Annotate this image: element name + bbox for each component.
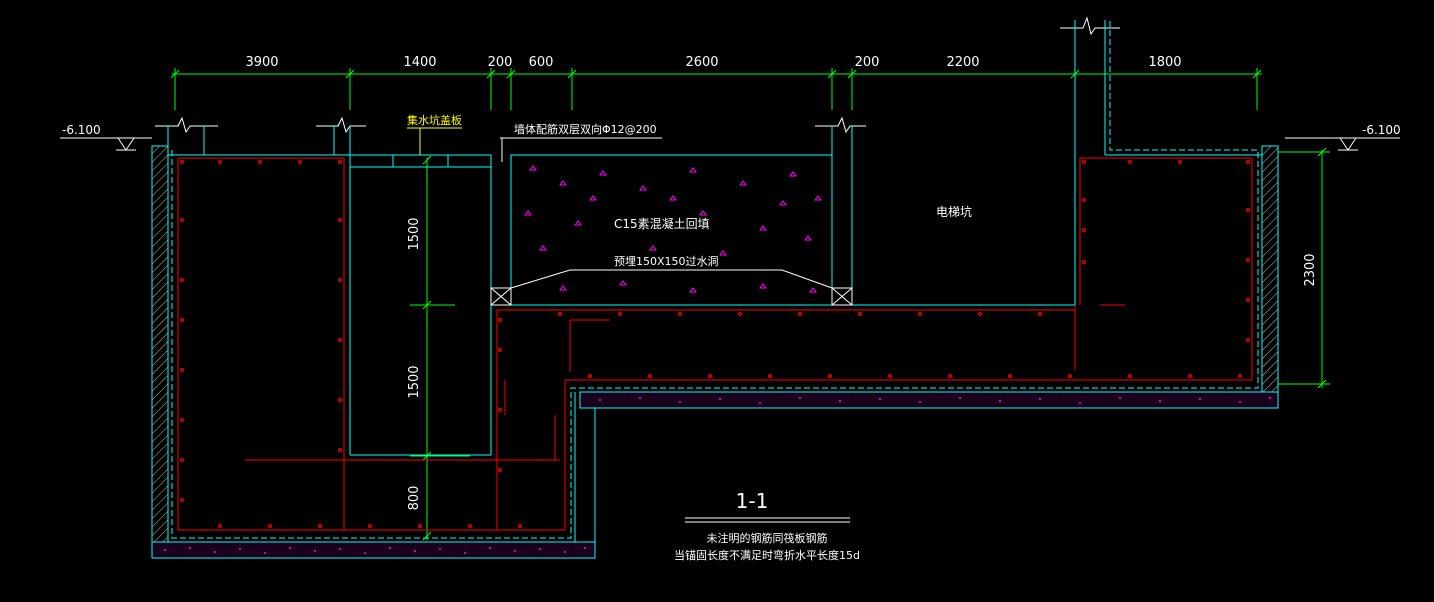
wall-rebar-leader: [500, 137, 662, 162]
dim-text-200-a: 200: [488, 55, 513, 70]
cushion-left: [151, 541, 596, 559]
level-marker-left: [60, 137, 152, 151]
rebar-lines: [177, 157, 1253, 531]
backfill-region: [510, 154, 833, 306]
cushion-dots: [164, 397, 1271, 554]
dim-text-800: 800: [407, 486, 422, 511]
dim-text-3900: 3900: [245, 55, 278, 70]
dim-text-600: 600: [529, 55, 554, 70]
label-wall-rebar: 墙体配筋双层双向Φ12@200: [514, 122, 657, 136]
label-elevator-pit: 电梯坑: [936, 204, 972, 219]
level-text-left: -6.100: [62, 123, 101, 137]
dim-text-2200: 2200: [946, 55, 979, 70]
note-line-1: 未注明的钢筋同筏板钢筋: [707, 531, 828, 545]
backfill-speckles: [524, 165, 822, 293]
rebar-dots: [180, 160, 1250, 528]
level-text-right: -6.100: [1362, 123, 1401, 137]
right-dimension: [1278, 147, 1330, 389]
section-title: 1-1: [736, 489, 769, 513]
dim-text-200-b: 200: [855, 55, 880, 70]
drain-hole-boxes: [490, 287, 853, 306]
vertical-dimension-chain: [410, 155, 470, 541]
dim-text-1800: 1800: [1148, 55, 1181, 70]
level-marker-right: [1285, 137, 1400, 151]
label-sump-cover: 集水坑盖板: [407, 113, 462, 127]
drain-hole-shape: [510, 269, 833, 289]
dim-text-2300: 2300: [1303, 253, 1318, 286]
top-dimension-chain: [172, 68, 1262, 110]
break-symbols: [155, 16, 1120, 134]
cushion-right: [579, 391, 1279, 409]
waterproof-layer: [171, 20, 1259, 539]
label-backfill: C15素混凝土回填: [614, 216, 710, 231]
dim-text-1400: 1400: [403, 55, 436, 70]
label-drain-hole: 预埋150X150过水洞: [614, 255, 719, 268]
sump-cover-callout: [407, 127, 462, 155]
note-line-2: 当锚固长度不满足时弯折水平长度15d: [674, 548, 860, 562]
dim-text-1500-b: 1500: [407, 365, 422, 398]
dim-text-1500-a: 1500: [407, 217, 422, 250]
dim-text-2600: 2600: [685, 55, 718, 70]
section-title-underline: [685, 517, 850, 523]
